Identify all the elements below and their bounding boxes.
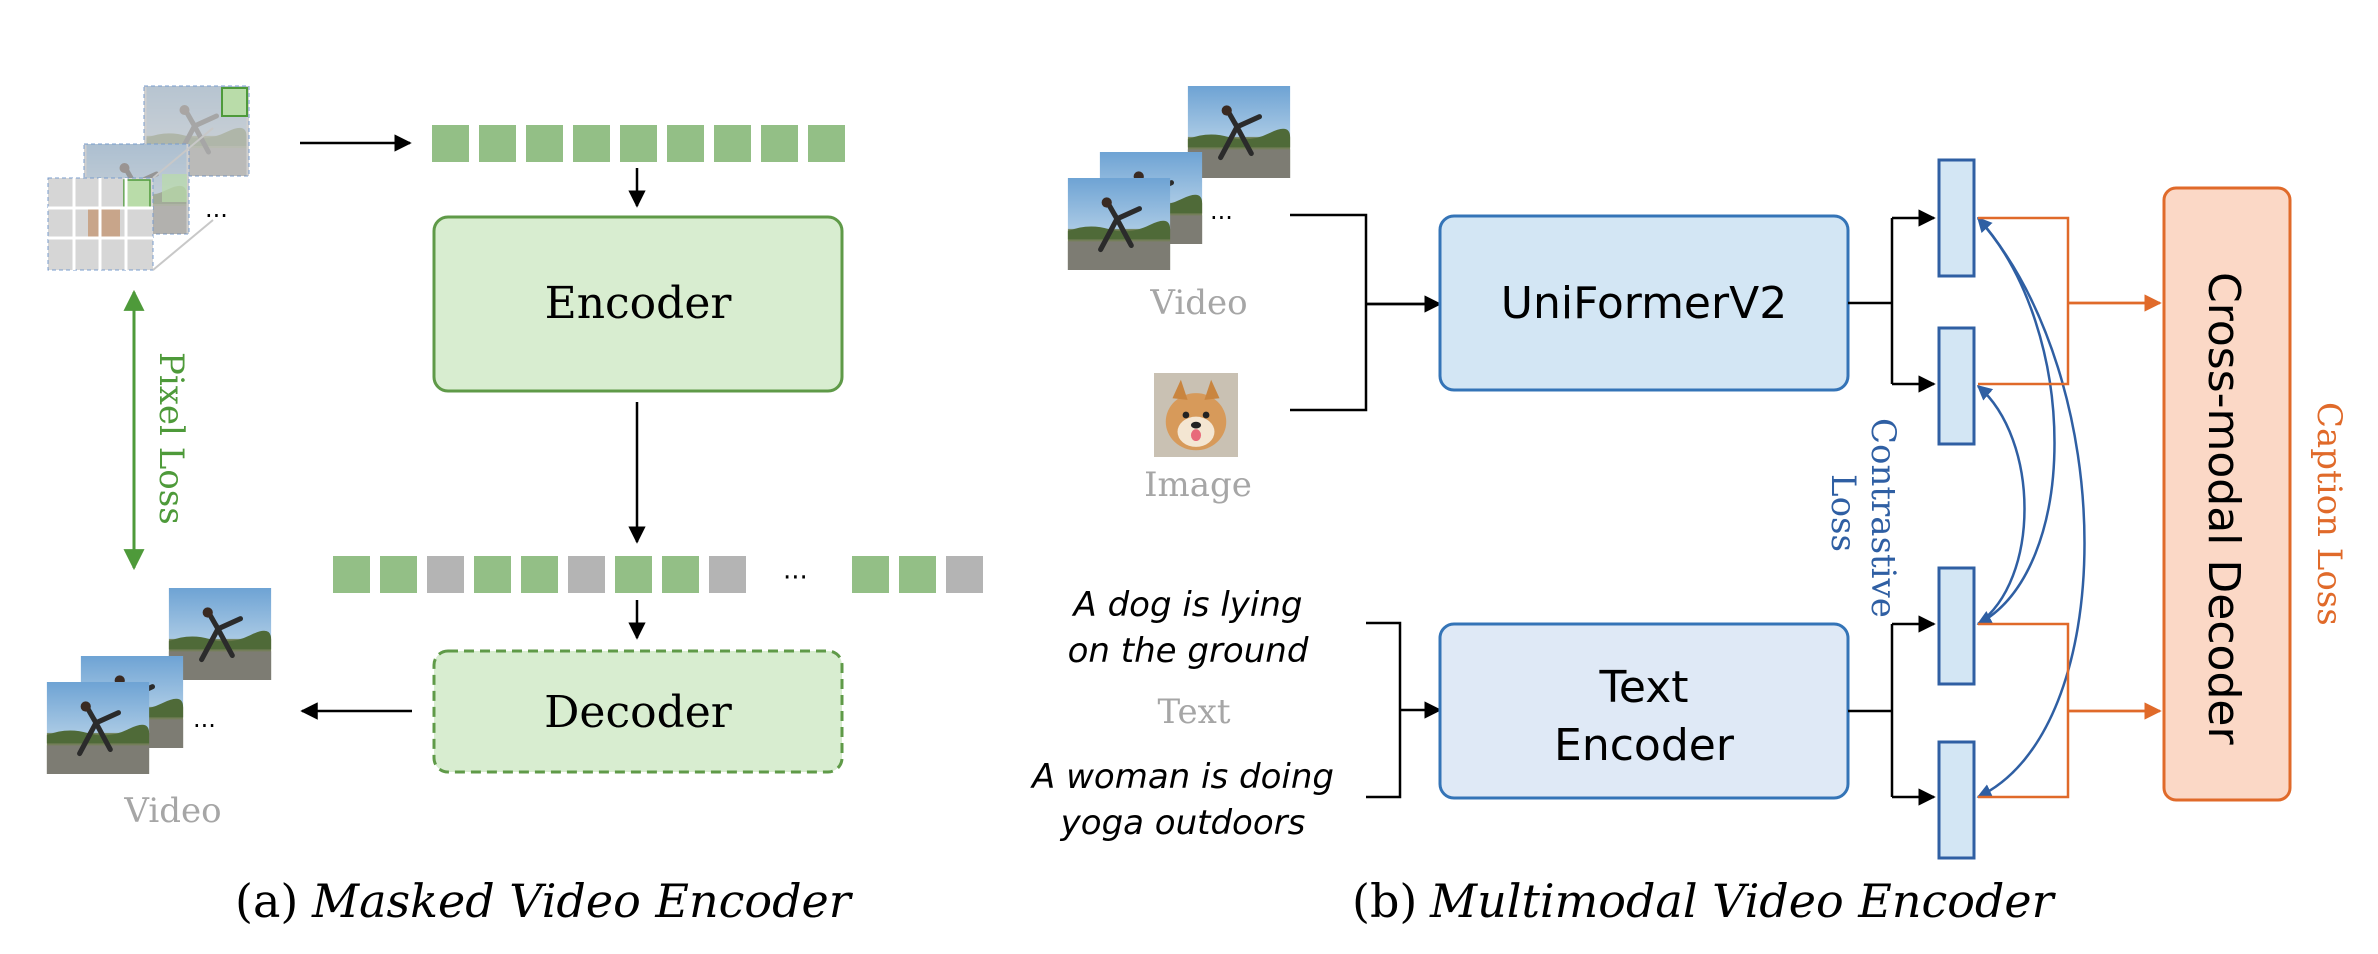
contrastive-label-line2: Loss <box>1823 474 1863 552</box>
video-feature-1 <box>1937 158 1976 278</box>
text-feature-1 <box>1937 566 1976 686</box>
caption-b-prefix: (b) <box>1352 874 1417 928</box>
text-example-1-line1: A dog is lying <box>1072 585 1303 625</box>
visible-token <box>620 125 657 162</box>
cross-modal-decoder-box <box>2162 186 2292 802</box>
full-token-row <box>333 556 983 593</box>
input-bracket <box>1290 213 1434 412</box>
stack-ellipsis-a: ··· <box>205 202 228 230</box>
video-feature-2 <box>1937 326 1976 446</box>
visible-token <box>526 125 563 162</box>
video-ellipsis-b: ··· <box>1210 204 1233 232</box>
mask-token <box>427 556 464 593</box>
visible-token-row <box>432 125 845 162</box>
text-example-2-line1: A woman is doing <box>1030 757 1334 797</box>
text-example-2-line2: yoga outdoors <box>1060 803 1306 843</box>
text-encoder-label-line2: Encoder <box>1554 720 1735 771</box>
contrastive-arc-1 <box>1976 216 2056 626</box>
visible-token <box>479 125 516 162</box>
mask-token <box>709 556 746 593</box>
visible-token <box>808 125 845 162</box>
contrastive-label-line1: Contrastive <box>1863 418 1903 618</box>
text-example-1-line2: on the ground <box>1068 631 1309 671</box>
recon-ellipsis: ··· <box>193 712 216 740</box>
text-label: Text <box>1158 692 1231 732</box>
visible-token <box>662 556 699 593</box>
caption-loss-label: Caption Loss <box>2309 402 2349 626</box>
visible-token <box>333 556 370 593</box>
video-to-decoder-link <box>1978 216 2150 386</box>
visible-token <box>899 556 936 593</box>
visible-token <box>474 556 511 593</box>
visible-token <box>521 556 558 593</box>
visible-token <box>761 125 798 162</box>
decoder-label: Decoder <box>544 687 733 738</box>
cross-modal-decoder-label: Cross-modal Decoder <box>2198 272 2249 745</box>
text-feature-2 <box>1937 740 1976 860</box>
text-encoder-label-line1: Text <box>1599 662 1689 713</box>
visible-token <box>432 125 469 162</box>
masked-video-frames-icon: ··· <box>47 85 250 271</box>
visible-token <box>852 556 889 593</box>
image-label: Image <box>1144 465 1252 505</box>
visible-token <box>573 125 610 162</box>
text-feature-branch <box>1848 624 1894 797</box>
video-label-b: Video <box>1149 283 1247 323</box>
contrastive-arc-3 <box>1976 217 2086 799</box>
encoder-label: Encoder <box>545 278 733 329</box>
caption-b-text: Multimodal Video Encoder <box>1429 874 2057 928</box>
mask-token <box>946 556 983 593</box>
decoder-box <box>432 649 844 774</box>
text-bracket <box>1366 621 1402 799</box>
caption-a-text: Masked Video Encoder <box>311 874 854 928</box>
video-label-a: Video <box>123 791 221 831</box>
visible-token <box>714 125 751 162</box>
visible-token <box>380 556 417 593</box>
encoder-box <box>432 215 844 393</box>
reconstructed-video-frames-icon: ··· <box>47 588 271 774</box>
contrastive-arc-2 <box>1976 385 2026 626</box>
token-ellipsis: ··· <box>783 563 808 593</box>
caption-a-prefix: (a) <box>235 874 298 928</box>
pixel-loss-label: Pixel Loss <box>151 352 191 525</box>
visible-token <box>667 125 704 162</box>
dog-image-icon <box>1154 373 1238 457</box>
uniformerv2-label: UniFormerV2 <box>1501 278 1787 329</box>
mask-token <box>568 556 605 593</box>
visible-token <box>615 556 652 593</box>
video-feature-branch <box>1848 218 1894 384</box>
input-video-frames-icon: ··· <box>1068 86 1290 270</box>
